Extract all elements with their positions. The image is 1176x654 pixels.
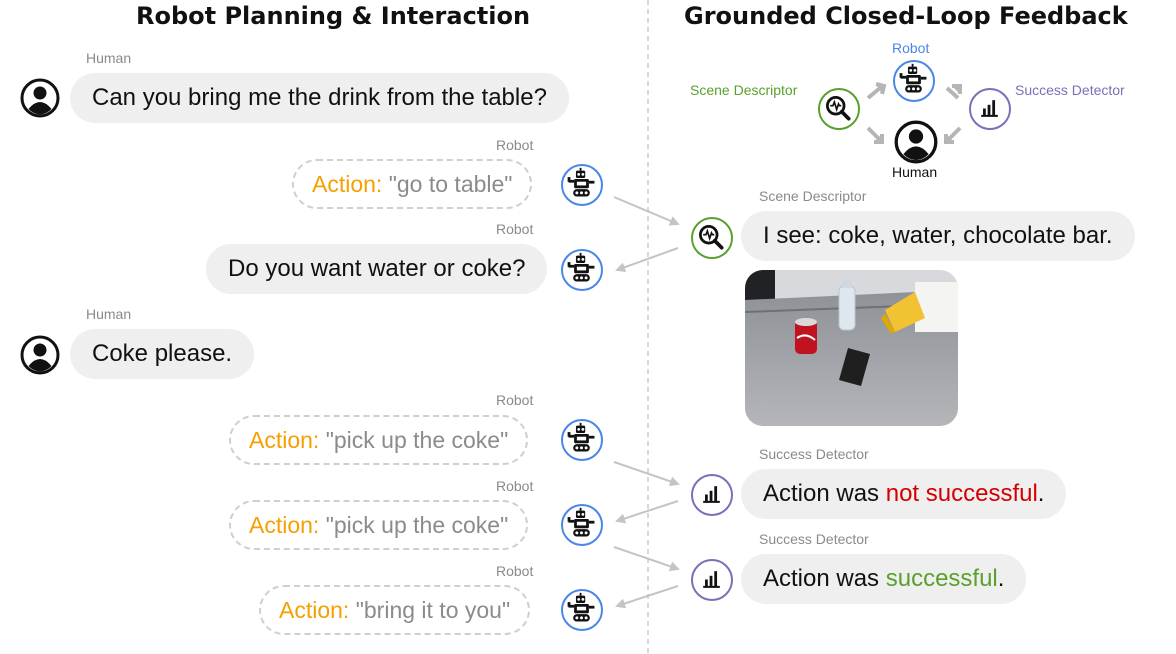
action-text: "pick up the coke"	[325, 427, 509, 453]
robot-icon	[561, 589, 603, 631]
speaker-label: Success Detector	[759, 531, 869, 547]
arrow-to-success-2	[613, 546, 680, 572]
message-text: Coke please.	[92, 340, 233, 367]
robot-icon	[561, 164, 603, 206]
message-text: Do you want water or coke?	[228, 255, 526, 282]
cycle-arrow-icon	[866, 82, 962, 144]
person-icon	[20, 78, 60, 118]
cycle-label-success: Success Detector	[1015, 82, 1125, 98]
cycle-label-scene: Scene Descriptor	[690, 82, 798, 98]
speaker-label: Human	[86, 306, 132, 322]
action-bubble: Action: "go to table"	[292, 159, 533, 209]
right-title: Grounded Closed-Loop Feedback	[684, 2, 1128, 30]
action-text: "bring it to you"	[355, 597, 511, 623]
arrow-from-success-1	[615, 500, 679, 524]
bar-chart-icon	[691, 474, 733, 516]
action-prefix: Action:	[279, 597, 350, 623]
robot-icon	[561, 249, 603, 291]
speaker-label: Robot	[496, 221, 534, 237]
action-prefix: Action:	[312, 171, 383, 197]
arrow-from-scene	[615, 247, 679, 272]
speaker-label: Scene Descriptor	[759, 188, 867, 204]
action-prefix: Action:	[249, 427, 320, 453]
status-text-ok: successful	[885, 565, 998, 592]
speaker-label: Success Detector	[759, 446, 869, 462]
chat-bubble-human: Coke please.	[70, 329, 255, 379]
cycle-label-human: Human	[892, 164, 938, 180]
message-text: I see: coke, water, chocolate bar.	[763, 222, 1113, 249]
person-icon	[894, 120, 938, 164]
action-bubble: Action: "bring it to you"	[259, 585, 531, 635]
speaker-label: Robot	[496, 392, 534, 408]
chat-bubble-success: Action was not successful.	[741, 469, 1067, 519]
action-text: "pick up the coke"	[325, 512, 509, 538]
message-suffix: .	[1037, 480, 1045, 507]
speaker-label: Robot	[496, 563, 534, 579]
chat-bubble-robot: Do you want water or coke?	[206, 244, 548, 294]
robot-icon	[893, 60, 935, 102]
arrow-to-success-1	[613, 461, 680, 487]
scene-photo	[745, 270, 958, 426]
message-prefix: Action was	[763, 480, 886, 507]
magnifier-icon	[818, 88, 860, 130]
magnifier-icon	[691, 217, 733, 259]
action-text: "go to table"	[388, 171, 513, 197]
bar-chart-icon	[969, 88, 1011, 130]
speaker-label: Robot	[496, 478, 534, 494]
arrow-to-scene	[613, 196, 680, 226]
speaker-label: Robot	[496, 137, 534, 153]
person-icon	[20, 335, 60, 375]
status-text-fail: not successful	[885, 480, 1038, 507]
chat-bubble-scene: I see: coke, water, chocolate bar.	[741, 211, 1135, 261]
cycle-label-robot: Robot	[892, 40, 930, 56]
message-suffix: .	[997, 565, 1005, 592]
action-bubble: Action: "pick up the coke"	[229, 500, 529, 550]
robot-icon	[561, 504, 603, 546]
speaker-label: Human	[86, 50, 132, 66]
left-title: Robot Planning & Interaction	[136, 2, 531, 30]
chat-bubble-success: Action was successful.	[741, 554, 1027, 604]
message-text: Can you bring me the drink from the tabl…	[92, 84, 547, 111]
action-bubble: Action: "pick up the coke"	[229, 415, 529, 465]
message-prefix: Action was	[763, 565, 886, 592]
bar-chart-icon	[691, 559, 733, 601]
chat-bubble-human: Can you bring me the drink from the tabl…	[70, 73, 569, 123]
action-prefix: Action:	[249, 512, 320, 538]
robot-icon	[561, 419, 603, 461]
